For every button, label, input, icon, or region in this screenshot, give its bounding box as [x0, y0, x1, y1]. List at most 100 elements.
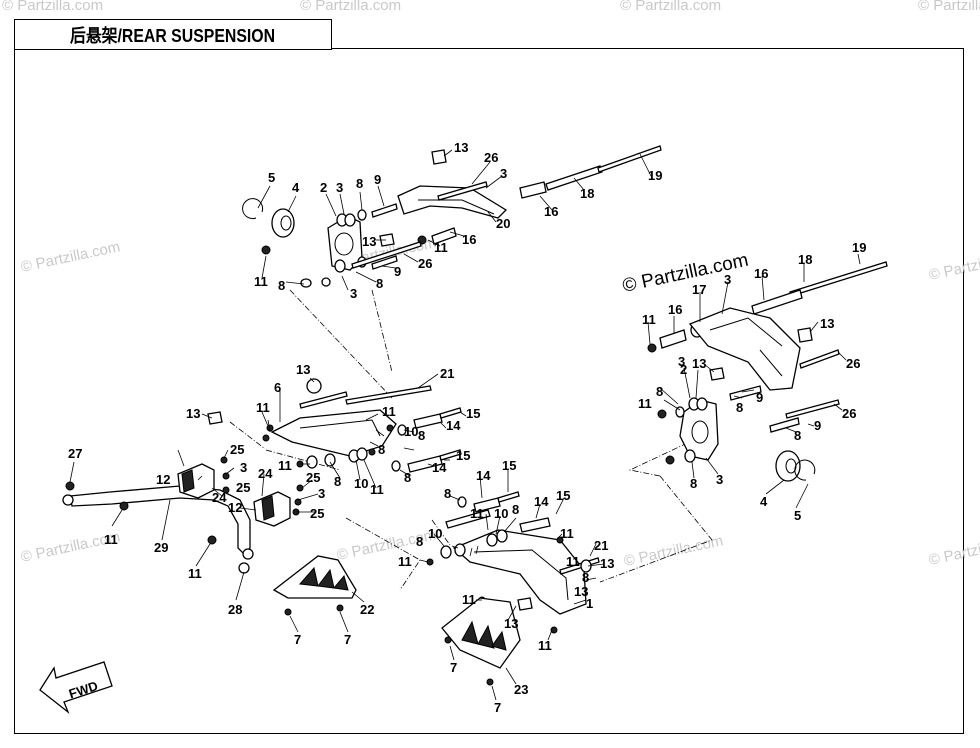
callout-8o: 8	[582, 570, 589, 585]
callout-9d: 9	[814, 418, 821, 433]
callout-26c: 26	[846, 356, 860, 371]
callout-3h: 3	[318, 486, 325, 501]
callout-13d: 13	[692, 356, 706, 371]
callout-29: 29	[154, 540, 168, 555]
callout-14b: 14	[432, 460, 447, 475]
callout-26d: 26	[842, 406, 856, 421]
callout-13c: 13	[820, 316, 834, 331]
callout-11b: 11	[254, 274, 268, 289]
lower-arm-part	[452, 529, 587, 615]
callout-19: 19	[648, 168, 662, 183]
watermark-far-right-low: © Partzilla.com	[927, 531, 980, 569]
callout-11f: 11	[382, 404, 396, 419]
callout-6: 6	[274, 380, 281, 395]
callout-11e: 11	[256, 400, 270, 415]
leader-lines	[69, 149, 861, 701]
callout-11n: 11	[566, 554, 580, 569]
center-arm-part	[270, 409, 397, 457]
center-arm-assembly	[207, 378, 462, 473]
callout-11h: 11	[370, 482, 384, 497]
callout-3d: 3	[724, 272, 731, 287]
callout-13: 13	[454, 140, 468, 155]
callout-19b: 19	[852, 240, 866, 255]
callout-12: 12	[156, 472, 170, 487]
bearing-right-part	[775, 450, 801, 482]
callout-16c: 16	[754, 266, 768, 281]
callout-24b: 24	[258, 466, 273, 481]
upper-arm-part	[397, 185, 508, 219]
callout-23: 23	[514, 682, 528, 697]
callout-3e: 3	[678, 354, 685, 369]
callout-14d: 14	[534, 494, 549, 509]
lower-arm-assembly	[426, 491, 600, 634]
callout-7b: 7	[344, 632, 351, 647]
diagram-frame	[14, 48, 964, 734]
watermarks: © Partzilla.com © Partzilla.com © Partzi…	[2, 0, 980, 570]
callout-7c: 7	[450, 660, 457, 675]
callout-8b: 8	[376, 276, 383, 291]
bearing-part	[271, 208, 295, 238]
callout-10: 10	[404, 424, 418, 439]
callout-13h: 13	[574, 584, 588, 599]
callout-8k: 8	[334, 474, 341, 489]
watermark-top-far-right: © Partzilla.com	[918, 0, 980, 14]
callout-7: 7	[294, 632, 301, 647]
callout-8d: 8	[656, 384, 663, 399]
callout-8j: 8	[404, 470, 411, 485]
callout-3: 3	[500, 166, 507, 181]
callout-15b: 15	[456, 448, 470, 463]
right-assembly	[647, 261, 888, 482]
callout-11o: 11	[462, 592, 476, 607]
callout-15c: 15	[502, 458, 516, 473]
callout-26b: 26	[418, 256, 432, 271]
upper-left-assembly	[242, 145, 662, 288]
callout-16b: 16	[462, 232, 476, 247]
callout-14: 14	[446, 418, 461, 433]
callout-25: 25	[230, 442, 244, 457]
callout-15d: 15	[556, 488, 570, 503]
callout-24: 24	[212, 490, 227, 505]
callout-21: 21	[440, 366, 454, 381]
fwd-arrow: FWD	[39, 661, 113, 715]
callout-10b: 10	[354, 476, 368, 491]
callout-2b: 2	[680, 362, 687, 377]
callout-5b: 5	[794, 508, 801, 523]
callout-10d: 10	[428, 526, 442, 541]
callout-18: 18	[580, 186, 594, 201]
callout-11c: 11	[642, 312, 656, 327]
callout-18b: 18	[798, 252, 812, 267]
callout-13i: 13	[504, 616, 518, 631]
callout-4b: 4	[760, 494, 768, 509]
watermark-top-left: © Partzilla.com	[2, 0, 103, 14]
callout-13e: 13	[296, 362, 310, 377]
watermark-right-low: © Partzilla.com	[622, 532, 724, 570]
stabilizer-assembly	[62, 456, 304, 574]
callout-11m: 11	[398, 554, 412, 569]
callout-11k: 11	[470, 506, 484, 521]
callout-13f: 13	[186, 406, 200, 421]
callout-15: 15	[466, 406, 480, 421]
callout-3f: 3	[716, 472, 723, 487]
callout-3b: 3	[336, 180, 343, 195]
diagram-title: 后悬架/REAR SUSPENSION	[70, 25, 276, 46]
callout-8h: 8	[418, 428, 425, 443]
watermark-top-center: © Partzilla.com	[300, 0, 401, 14]
callout-28: 28	[228, 602, 242, 617]
callout-12b: 12	[228, 500, 242, 515]
watermark-top-right: © Partzilla.com	[620, 0, 721, 14]
callout-8f: 8	[794, 428, 801, 443]
callout-22: 22	[360, 602, 374, 617]
callout-9c: 9	[756, 390, 763, 405]
callout-8e: 8	[736, 400, 743, 415]
callout-3c: 3	[350, 286, 357, 301]
callout-13g: 13	[600, 556, 614, 571]
callout-1: 1	[586, 596, 593, 611]
circlip-right-part	[794, 459, 816, 481]
callout-3g: 3	[240, 460, 247, 475]
callout-26: 26	[484, 150, 498, 165]
callout-16d: 16	[668, 302, 682, 317]
callout-10c: 10	[494, 506, 508, 521]
callout-11j: 11	[188, 566, 202, 581]
watermark-left-mid: © Partzilla.com	[19, 238, 121, 276]
